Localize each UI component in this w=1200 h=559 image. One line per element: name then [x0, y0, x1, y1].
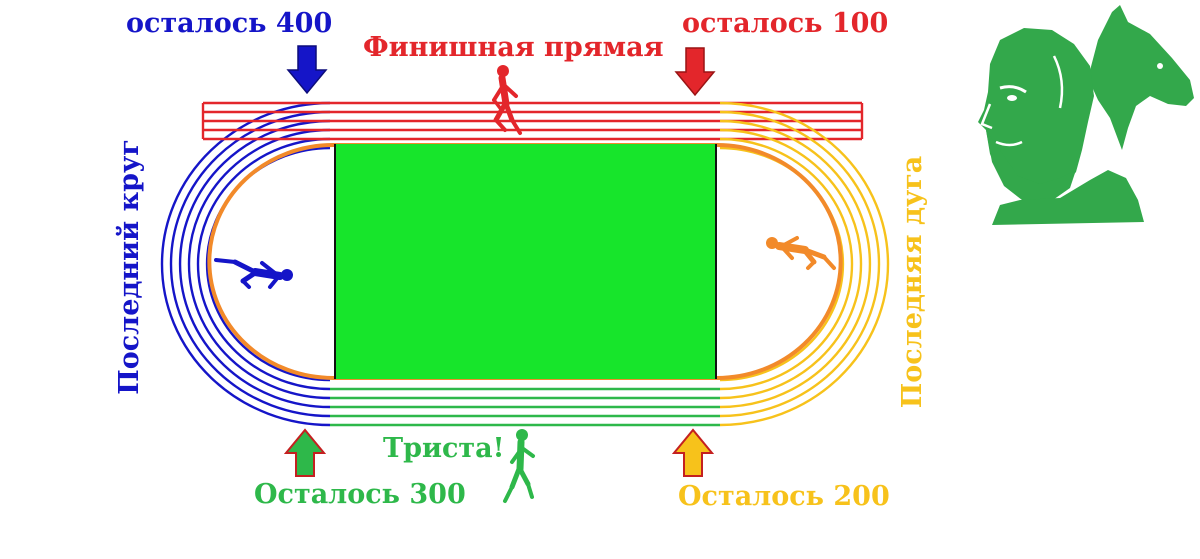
- three-hundred-label: Триста!: [383, 433, 505, 464]
- runner-icon: [492, 65, 522, 135]
- football-field: [335, 144, 716, 379]
- bearded-man-and-horse-logo: [978, 5, 1194, 225]
- remaining-400-label: осталось 400: [126, 8, 332, 39]
- runner-icon: [503, 429, 535, 503]
- remaining-300-label: Осталось 300: [254, 479, 466, 510]
- back-straight-lanes: [330, 387, 720, 427]
- infield: [207, 143, 843, 380]
- remaining-200-label: Осталось 200: [678, 481, 890, 512]
- arrow-up-icon: [671, 428, 715, 477]
- arrow-up-icon: [283, 428, 327, 477]
- remaining-100-label: осталось 100: [682, 8, 888, 39]
- finish-straight-label: Финишная прямая: [363, 32, 664, 63]
- last-bend-label: Последняя дуга: [897, 156, 928, 409]
- finish-straight-lanes: [201, 101, 864, 141]
- sprinter-icon: [214, 258, 293, 289]
- sprinter-icon: [766, 236, 836, 270]
- last-lap-label: Последний круг: [114, 139, 145, 395]
- arrow-down-icon: [674, 47, 716, 97]
- arrow-down-icon: [286, 45, 328, 95]
